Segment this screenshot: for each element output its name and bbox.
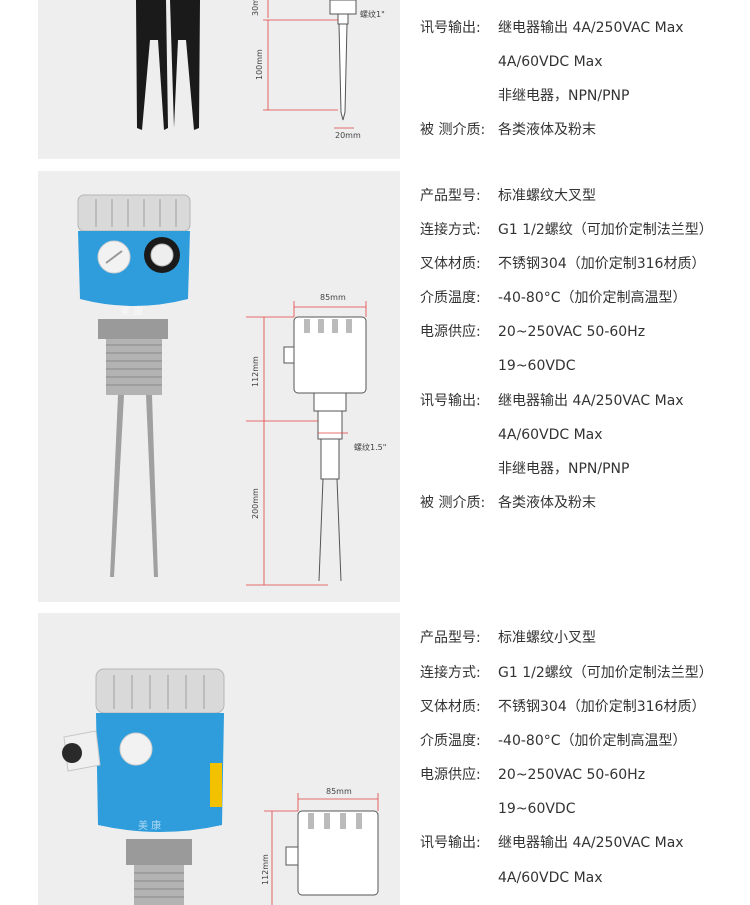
watermark: 美 康 [120, 305, 143, 318]
watermark: 美 康 [138, 819, 161, 832]
product-image-panel-1: 30m 100mm 20mm 螺纹1" [38, 0, 400, 159]
spec-row: 被 测介质: 各类液体及粉末 [420, 494, 596, 512]
spec-label: 讯号输出: [420, 20, 481, 36]
spec-value: -40-80°C（加价定制高温型） [498, 733, 687, 749]
spec-label: 被 测介质: [420, 495, 486, 511]
spec-value: 继电器输出 4A/250VAC Max [498, 20, 684, 36]
spec-row: 介质温度: -40-80°C（加价定制高温型） [420, 289, 687, 307]
spec-row: 19~60VDC [420, 800, 576, 818]
spec-row: 连接方式: G1 1/2螺纹（可加价定制法兰型） [420, 664, 713, 682]
dim-label-width: 85mm [320, 293, 346, 302]
spec-value: 不锈钢304（加价定制316材质） [498, 256, 706, 272]
spec-value: 4A/60VDC Max [498, 54, 603, 70]
spec-label: 叉体材质: [420, 256, 481, 272]
spec-value: 20~250VAC 50-60Hz [498, 324, 646, 340]
spec-row: 4A/60VDC Max [420, 426, 603, 444]
fork-prong-right [170, 0, 200, 130]
spec-row: 4A/60VDC Max [420, 53, 603, 71]
hex-nut [98, 319, 168, 339]
cable-gland-cap [119, 732, 153, 766]
drawing-gland [283, 346, 295, 364]
drawing-hex [313, 392, 347, 412]
dim-label-height: 112mm [261, 854, 270, 885]
spec-value: 19~60VDC [498, 358, 576, 374]
drawing-thread-block [329, 0, 357, 15]
housing-cap [77, 194, 191, 232]
drawing-fork [338, 23, 348, 121]
spec-label: 讯号输出: [420, 835, 481, 851]
drawing-gland [285, 846, 299, 866]
spec-value: 4A/60VDC Max [498, 870, 603, 886]
spec-row: 4A/60VDC Max [420, 869, 603, 887]
spec-value: 19~60VDC [498, 801, 576, 817]
drawing-neck [337, 13, 349, 25]
spec-row: 产品型号: 标准螺纹小叉型 [420, 629, 596, 647]
fork-prong-left [136, 0, 168, 130]
spec-row: 电源供应: 20~250VAC 50-60Hz [420, 323, 645, 341]
spec-row: 叉体材质: 不锈钢304（加价定制316材质） [420, 255, 705, 273]
spec-row: 讯号输出: 继电器输出 4A/250VAC Max [420, 392, 684, 410]
spec-value: -40-80°C（加价定制高温型） [498, 290, 687, 306]
spec-value: G1 1/2螺纹（可加价定制法兰型） [498, 665, 713, 681]
spec-label: 产品型号: [420, 188, 481, 204]
product-drawing-1: 30m 100mm 20mm 螺纹1" [136, 0, 385, 140]
dim-label-width: 85mm [326, 787, 352, 796]
hex-nut [126, 839, 192, 865]
spec-value: 不锈钢304（加价定制316材质） [498, 699, 706, 715]
spec-label: 电源供应: [420, 767, 481, 783]
drawing-prong-right [336, 478, 342, 582]
spec-label: 连接方式: [420, 665, 481, 681]
spec-value: 标准螺纹小叉型 [498, 630, 596, 646]
dim-label-height: 112mm [251, 356, 260, 387]
dim-label-length: 100mm [255, 49, 264, 80]
spec-row: 叉体材质: 不锈钢304（加价定制316材质） [420, 698, 705, 716]
fork-prong-left [110, 395, 124, 577]
dim-label-length: 200mm [251, 488, 260, 519]
product-drawing-2: 美 康 85mm 112mm 200m [77, 194, 386, 586]
dim-label-width: 20mm [335, 131, 361, 140]
spec-row: 电源供应: 20~250VAC 50-60Hz [420, 766, 645, 784]
fork-prong-right [146, 395, 158, 577]
warning-label [210, 763, 222, 807]
thread-body [134, 865, 184, 905]
drawing-prong-left [318, 478, 324, 582]
dim-label-thread: 螺纹1" [360, 9, 385, 19]
spec-row: 讯号输出: 继电器输出 4A/250VAC Max [420, 19, 684, 37]
spec-value: 标准螺纹大叉型 [498, 188, 596, 204]
spec-row: 非继电器，NPN/PNP [420, 460, 629, 478]
spec-value: 继电器输出 4A/250VAC Max [498, 393, 684, 409]
spec-row: 19~60VDC [420, 357, 576, 375]
spec-row: 介质温度: -40-80°C（加价定制高温型） [420, 732, 687, 750]
spec-row: 讯号输出: 继电器输出 4A/250VAC Max [420, 834, 684, 852]
spec-label: 介质温度: [420, 733, 481, 749]
spec-label: 叉体材质: [420, 699, 481, 715]
spec-label: 讯号输出: [420, 393, 481, 409]
spec-value: 4A/60VDC Max [498, 427, 603, 443]
spec-value: 继电器输出 4A/250VAC Max [498, 835, 684, 851]
spec-value: 非继电器，NPN/PNP [498, 88, 630, 104]
product-image-panel-3: 美 康 85mm 112mm [38, 613, 400, 905]
spec-label: 介质温度: [420, 290, 481, 306]
spec-label: 被 测介质: [420, 122, 486, 138]
housing-body [96, 713, 224, 832]
spec-value: 20~250VAC 50-60Hz [498, 767, 646, 783]
spec-row: 被 测介质: 各类液体及粉末 [420, 121, 596, 139]
spec-row: 产品型号: 标准螺纹大叉型 [420, 187, 596, 205]
spec-row: 非继电器，NPN/PNP [420, 87, 629, 105]
product-drawing-3: 美 康 85mm 112mm [62, 668, 379, 905]
dim-label-thread: 螺纹1.5" [354, 442, 386, 452]
spec-value: 各类液体及粉末 [498, 495, 596, 511]
thread-body [106, 339, 162, 395]
product-image-panel-2: 美 康 85mm 112mm 200m [38, 171, 400, 602]
spec-row: 连接方式: G1 1/2螺纹（可加价定制法兰型） [420, 221, 713, 239]
drawing-thread [317, 410, 343, 440]
spec-value: G1 1/2螺纹（可加价定制法兰型） [498, 222, 713, 238]
dim-label-top: 30m [251, 0, 260, 16]
spec-label: 电源供应: [420, 324, 481, 340]
spec-value: 非继电器，NPN/PNP [498, 461, 630, 477]
spec-label: 连接方式: [420, 222, 481, 238]
spec-value: 各类液体及粉末 [498, 122, 596, 138]
spec-label: 产品型号: [420, 630, 481, 646]
